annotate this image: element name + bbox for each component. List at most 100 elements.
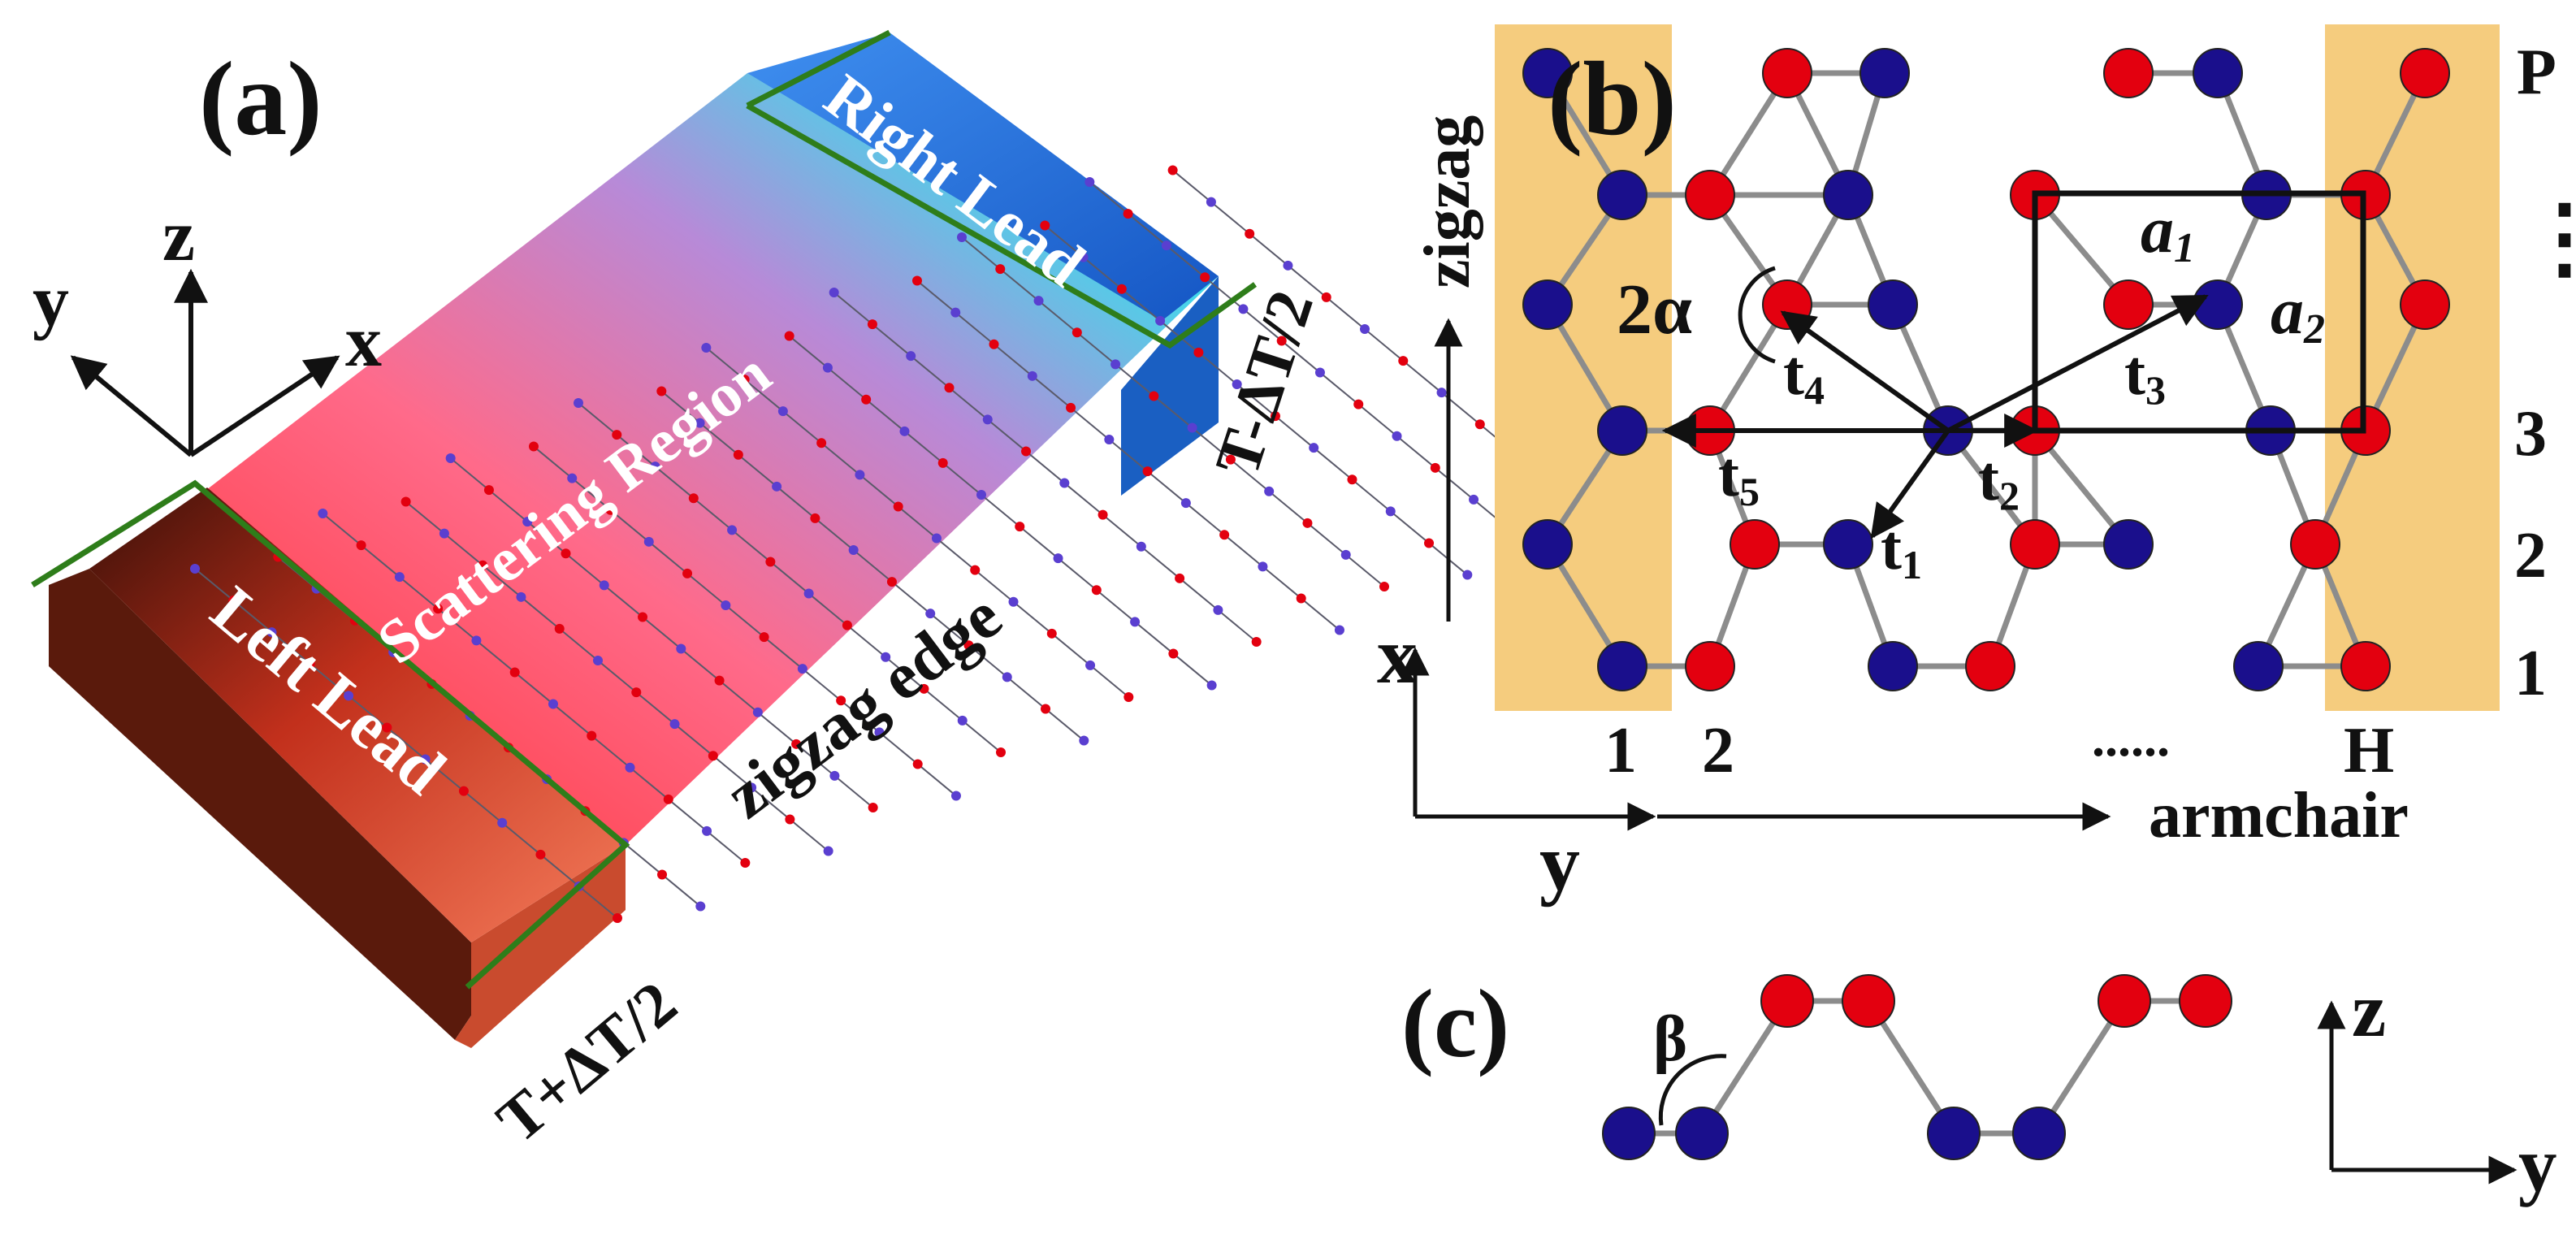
sheet-bond bbox=[1025, 450, 1065, 484]
sheet-atom bbox=[1079, 735, 1089, 746]
sheet-bond bbox=[661, 873, 701, 908]
sheet-atom bbox=[1123, 692, 1134, 702]
sheet-bond bbox=[488, 489, 528, 522]
sheet-bond bbox=[1044, 224, 1085, 258]
sheet-atom bbox=[574, 398, 583, 408]
armchair-axis-label: armchair bbox=[2149, 780, 2409, 851]
sheet-bond bbox=[917, 763, 957, 797]
sheet-bond bbox=[1319, 371, 1359, 405]
sheet-atom bbox=[1041, 704, 1051, 714]
sheet-atom bbox=[950, 307, 961, 318]
sheet-atom bbox=[1072, 327, 1082, 338]
red-atom bbox=[1730, 519, 1780, 570]
sheet-bond bbox=[807, 592, 848, 626]
sheet-atom bbox=[886, 577, 897, 587]
sheet-bond bbox=[648, 541, 688, 574]
sheet-atom bbox=[836, 695, 846, 706]
sheet-atom bbox=[931, 533, 942, 544]
sheet-bond bbox=[463, 790, 503, 824]
sheet-atom bbox=[631, 687, 642, 698]
sheet-atom bbox=[1219, 530, 1230, 540]
sheet-atom bbox=[822, 362, 833, 373]
sheet-atom bbox=[1258, 561, 1268, 572]
t5-label: t5 bbox=[1718, 439, 1760, 514]
sheet-bond bbox=[891, 581, 931, 614]
left-lead-bottom bbox=[455, 845, 626, 1048]
sheet-bond bbox=[450, 457, 490, 491]
sheet-bond bbox=[616, 434, 656, 467]
sheet-atom bbox=[733, 449, 743, 460]
sheet-bond bbox=[609, 509, 650, 543]
sheet-atom bbox=[657, 869, 668, 880]
sheet-atom bbox=[1206, 680, 1217, 691]
sheet-bond bbox=[942, 462, 982, 496]
sheet-bond bbox=[437, 608, 478, 642]
sheet-bond bbox=[501, 821, 542, 856]
sheet-atom bbox=[445, 453, 456, 463]
sheet-bond bbox=[961, 236, 1001, 270]
sheet-atom bbox=[727, 525, 738, 535]
sheet-atom bbox=[1302, 518, 1313, 528]
sheet-bond bbox=[1172, 652, 1213, 687]
row-label-vdots: ⋮ bbox=[2520, 188, 2576, 288]
sheet-bond bbox=[1057, 557, 1098, 591]
sheet-bond bbox=[1396, 435, 1436, 469]
sheet-bond bbox=[571, 477, 612, 511]
sheet-bond bbox=[1351, 479, 1392, 513]
sheet-atom bbox=[1008, 596, 1019, 607]
col-label-1: 1 bbox=[1604, 715, 1637, 786]
panel-c-axes bbox=[2317, 1000, 2518, 1185]
panel-b: (b) zigzag armchair x y 2α a1 a2 t1 t2 t… bbox=[1377, 24, 2576, 908]
sheet-bond bbox=[310, 663, 349, 697]
sheet-atom bbox=[1155, 315, 1166, 326]
sheet-atom bbox=[643, 536, 654, 547]
panel-b-label: (b) bbox=[1548, 41, 1677, 158]
sheet-bond bbox=[1345, 554, 1385, 587]
sheet-bond bbox=[718, 679, 759, 713]
left-lead-boundary bbox=[31, 479, 630, 990]
sheet-bond bbox=[578, 886, 618, 919]
sheet-atom bbox=[810, 513, 820, 523]
blue-atom bbox=[1859, 48, 1910, 98]
sheet-bond bbox=[898, 505, 937, 539]
sheet-atom bbox=[740, 858, 751, 868]
left-lead-front bbox=[49, 569, 471, 1040]
sheet-bond bbox=[1268, 490, 1309, 524]
sheet-atom bbox=[803, 588, 814, 599]
axis-x-label: x bbox=[345, 301, 382, 382]
sheet-bond bbox=[424, 758, 465, 792]
sheet-atom bbox=[1309, 443, 1319, 453]
sheet-atom bbox=[1066, 402, 1076, 413]
sheet-atom bbox=[1180, 498, 1191, 509]
red-atom bbox=[2103, 48, 2154, 98]
red-atom bbox=[1685, 641, 1735, 691]
sheet-bond bbox=[520, 596, 561, 630]
sheet-bond bbox=[1313, 447, 1353, 481]
sheet-bond bbox=[968, 644, 1008, 678]
sheet-atom bbox=[708, 751, 718, 761]
sheet-atom bbox=[976, 490, 986, 500]
sheet-bond bbox=[1287, 265, 1327, 298]
sheet-bond bbox=[833, 775, 874, 808]
red-atom bbox=[2400, 279, 2450, 330]
sheet-atom bbox=[1104, 435, 1115, 444]
sheet-atom bbox=[944, 383, 955, 393]
sheet-atom bbox=[676, 643, 686, 654]
sheet-atom bbox=[1360, 324, 1370, 334]
sheet-atom bbox=[1385, 506, 1396, 517]
blue-atom bbox=[1868, 641, 1918, 691]
sheet-atom bbox=[1251, 637, 1262, 647]
sheet-bond bbox=[1185, 502, 1225, 536]
sheet-atom bbox=[266, 627, 277, 638]
sheet-atom bbox=[906, 351, 916, 362]
sheet-atom bbox=[855, 470, 865, 480]
sheet-atom bbox=[1091, 585, 1102, 596]
sheet-bond bbox=[1390, 510, 1430, 544]
sheet-atom bbox=[1168, 648, 1179, 659]
sheet-atom bbox=[1283, 260, 1293, 271]
zigzag-axis-label: zigzag bbox=[1412, 115, 1483, 288]
right-lead-top bbox=[747, 32, 1219, 321]
sheet-atom bbox=[899, 426, 910, 436]
sheet-atom bbox=[1430, 462, 1440, 473]
sheet-atom bbox=[1027, 370, 1037, 381]
